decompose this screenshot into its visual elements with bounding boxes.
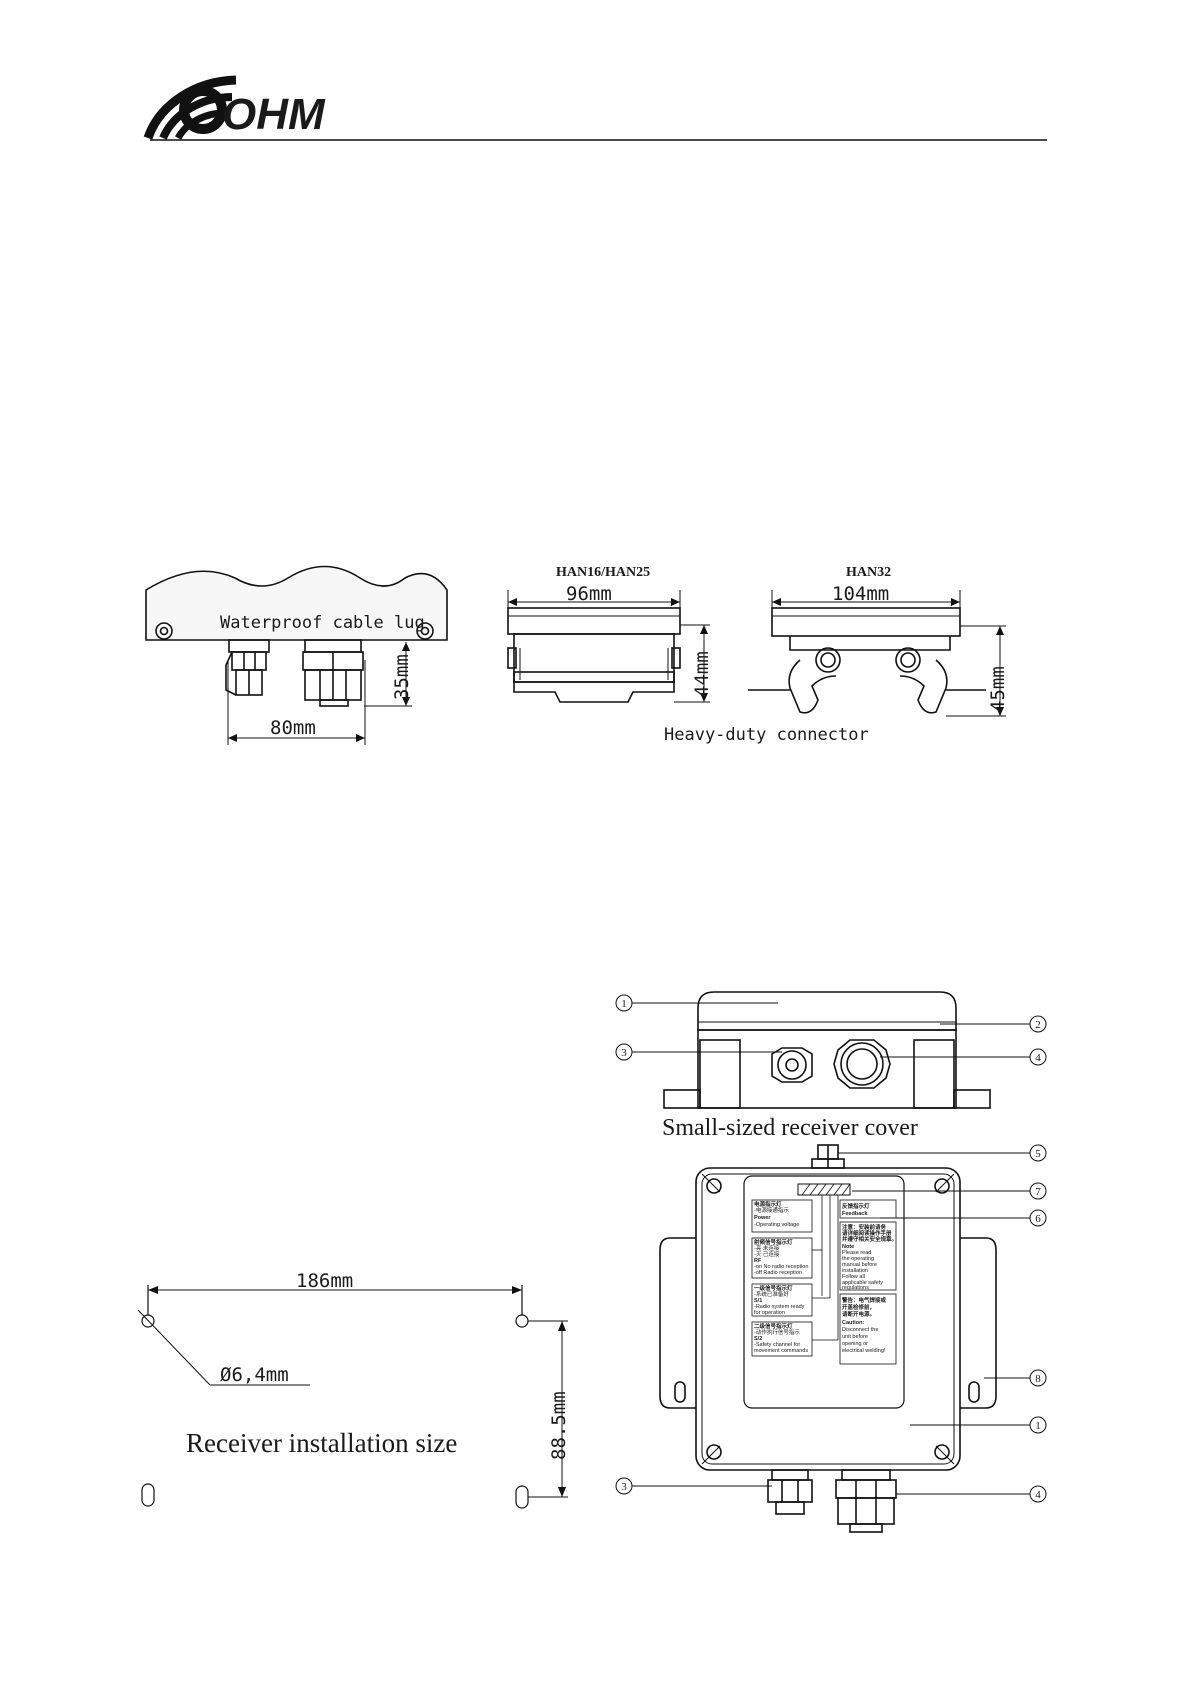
- hole-diameter-dim: Ø6,4mm: [220, 1364, 289, 1386]
- s2-led-desc-2: movement commands: [754, 1348, 808, 1354]
- han16-width-dim: 96mm: [566, 583, 612, 605]
- s1-led-desc-2: for operation: [754, 1310, 785, 1316]
- power-led-desc: -Operating voltage: [754, 1222, 799, 1228]
- note-title: Note: [842, 1244, 854, 1250]
- mount-hole-top-right: [515, 1314, 529, 1328]
- mount-slot-bottom-right: [515, 1485, 529, 1509]
- han32-title: HAN32: [846, 565, 891, 580]
- han32-width-dim: 104mm: [832, 583, 889, 605]
- callout-4-cover: [1029, 1048, 1047, 1066]
- warning-line-2: unit before: [842, 1334, 868, 1340]
- warning-line-3: opening or: [842, 1341, 868, 1347]
- callout-5: [1029, 1144, 1047, 1162]
- callout-2-number: 2: [1035, 1019, 1041, 1031]
- callout-8: [1029, 1369, 1047, 1387]
- warning-title: Caution:: [842, 1320, 864, 1326]
- callout-1-cover: [615, 994, 633, 1012]
- callout-numbers: 1 2 3 4 5 7 6 8 1 3 4: [621, 998, 1041, 1501]
- warning-zh-3: 请断开电源。: [842, 1310, 875, 1318]
- receiver-body-drawing: [659, 1144, 997, 1533]
- installation-width-dim: 186mm: [296, 1270, 353, 1292]
- note-line-2: the operating: [842, 1256, 874, 1262]
- rf-led-label-zh: 射频信号指示灯: [753, 1238, 793, 1246]
- callout-6-number: 6: [1035, 1213, 1041, 1225]
- han16-drawing: [507, 590, 710, 703]
- installation-height-dim: 88.5mm: [548, 1391, 570, 1460]
- s1-led-label: S/1: [754, 1298, 762, 1304]
- han16-title: HAN16/HAN25: [556, 565, 650, 580]
- note-line-1: Please read: [842, 1250, 871, 1256]
- note-line-7: regulations: [842, 1285, 869, 1291]
- s1-led-desc: -Radio system ready: [754, 1304, 805, 1310]
- label-panel-text: 电源指示灯 -电源接通指示 Power -Operating voltage 射…: [753, 1200, 897, 1354]
- rf-led-label: RF: [754, 1258, 762, 1264]
- s2-led-label: S/2: [754, 1336, 762, 1342]
- s2-led-desc: -Safety channel for: [754, 1342, 800, 1348]
- rf-led-on: -on No radio reception: [754, 1264, 808, 1270]
- ohm-logo: OHM: [143, 75, 326, 140]
- note-zh-2: 请详细阅读操作手册: [842, 1229, 892, 1237]
- feedback-led-label: Feedback: [842, 1211, 868, 1217]
- status-led-window: [797, 1183, 851, 1196]
- receiver-cover-drawing: [663, 991, 991, 1109]
- note-line-6: applicable safety: [842, 1280, 883, 1286]
- note-zh-3: 并遵守相关安全规章。: [842, 1235, 897, 1243]
- ear-slot-left: [674, 1381, 686, 1403]
- callout-4-body: [1029, 1485, 1047, 1503]
- callout-7: [1029, 1182, 1047, 1200]
- cable-lug-width-dim: 80mm: [270, 717, 316, 739]
- callout-8-number: 8: [1035, 1373, 1041, 1385]
- note-zh-1: 注意：安装前请务: [842, 1223, 887, 1231]
- han16-height-dim: 44mm: [691, 651, 713, 697]
- s1-led-desc-zh: -系统已准备好: [754, 1290, 789, 1298]
- han32-drawing: [748, 590, 1006, 717]
- callout-4-cover-number: 4: [1035, 1052, 1041, 1064]
- warning-line-1: Disconnect the: [842, 1327, 878, 1333]
- label-panel: [743, 1175, 905, 1409]
- callout-3-body-number: 3: [621, 1481, 627, 1493]
- rf-led-off: -off Radio reception: [754, 1270, 802, 1276]
- installation-drawing: [137, 1285, 568, 1509]
- power-led-label-zh: 电源指示灯: [754, 1200, 782, 1208]
- power-led-desc-zh: -电源接通指示: [754, 1206, 789, 1214]
- callout-1-body-number: 1: [1035, 1420, 1041, 1432]
- callout-1-cover-number: 1: [621, 998, 627, 1010]
- rf-led-on-zh: -亮 未连接: [754, 1244, 780, 1252]
- heavy-duty-label: Heavy-duty connector: [664, 725, 869, 745]
- s2-led-label-zh: 二级信号指示灯: [754, 1322, 793, 1330]
- callout-1-body: [1029, 1416, 1047, 1434]
- callout-3-cover: [615, 1043, 633, 1061]
- warning-zh-2: 开盖检修前，: [842, 1303, 875, 1311]
- callout-markers: [615, 994, 1047, 1503]
- feedback-led-label-zh: 反馈指示灯: [842, 1202, 870, 1210]
- han32-height-dim: 45mm: [987, 666, 1009, 712]
- warning-zh-1: 警告：电气焊接或: [841, 1296, 887, 1304]
- callout-4-body-number: 4: [1035, 1489, 1041, 1501]
- note-line-3: manual before: [842, 1262, 877, 1268]
- callout-3-body: [615, 1477, 633, 1495]
- warning-line-4: electrical welding!: [842, 1348, 886, 1354]
- mount-slot-bottom-left: [141, 1483, 155, 1507]
- s2-led-desc-zh: -动作执行信号指示: [754, 1328, 800, 1336]
- cable-lug-label: Waterproof cable lug: [220, 613, 425, 633]
- callout-2: [1029, 1015, 1047, 1033]
- cable-lug-drawing: [145, 565, 448, 745]
- cable-lug-height-dim: 35mm: [391, 654, 413, 700]
- callout-3-cover-number: 3: [621, 1047, 627, 1059]
- callout-5-number: 5: [1035, 1148, 1041, 1160]
- logo-text: OHM: [222, 90, 326, 139]
- s1-led-label-zh: 一级信号指示灯: [754, 1284, 793, 1292]
- power-led-label: Power: [754, 1215, 771, 1221]
- cover-caption: Small-sized receiver cover: [662, 1115, 918, 1141]
- note-line-4: installation: [842, 1268, 868, 1274]
- callouts: [632, 1002, 1030, 1495]
- callout-6: [1029, 1209, 1047, 1227]
- ear-slot-right: [968, 1381, 980, 1403]
- installation-caption: Receiver installation size: [186, 1428, 457, 1458]
- note-line-5: Follow all: [842, 1274, 865, 1280]
- callout-7-number: 7: [1035, 1186, 1041, 1198]
- rf-led-off-zh: -灭 已连接: [754, 1250, 780, 1258]
